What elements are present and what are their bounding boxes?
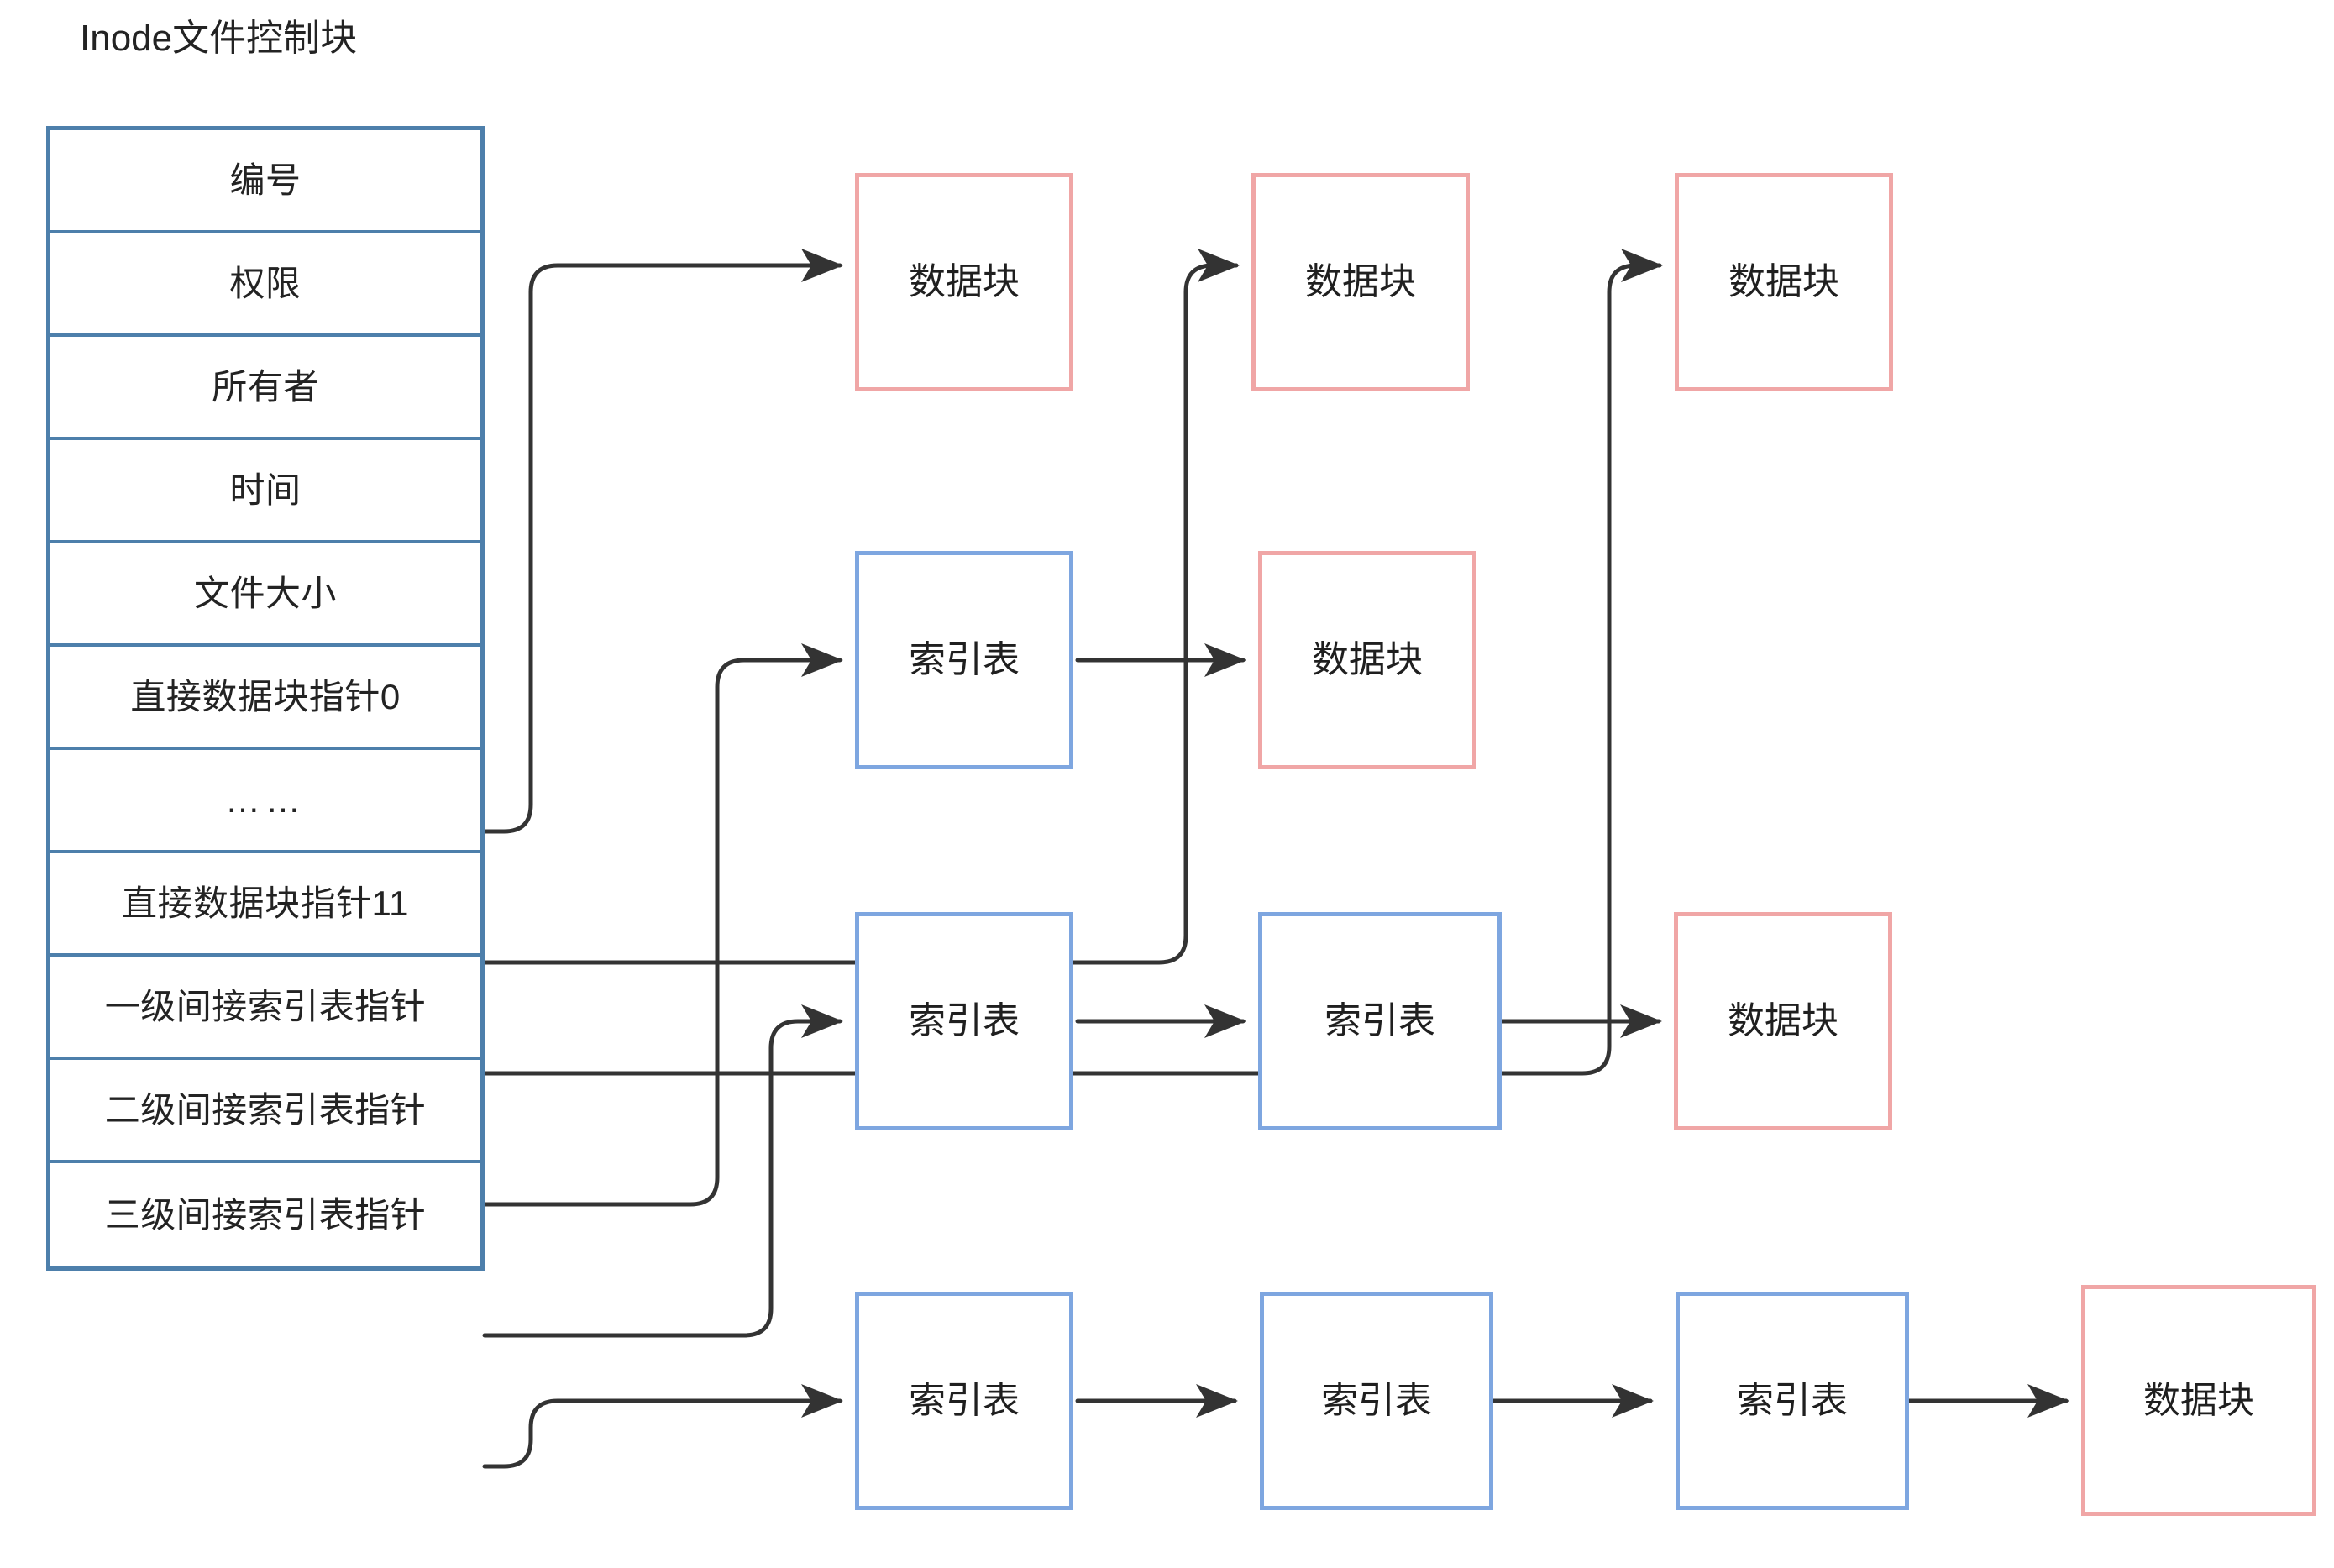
index-table-node: 索引表 [1258, 912, 1502, 1130]
index-table-node: 索引表 [1676, 1292, 1909, 1510]
node-label: 数据块 [1312, 639, 1423, 680]
node-label: 数据块 [1728, 1000, 1838, 1041]
inode-row-triple-indirect-pointer: 三级间接索引表指针 [50, 1163, 480, 1266]
index-table-node: 索引表 [1260, 1292, 1493, 1510]
node-label: 数据块 [909, 261, 1020, 302]
inode-row-label: 三级间接索引表指针 [104, 1194, 427, 1235]
node-label: 索引表 [909, 1380, 1020, 1421]
index-table-node: 索引表 [855, 551, 1073, 769]
node-label: 数据块 [1305, 261, 1416, 302]
inode-row-double-indirect-pointer: 二级间接索引表指针 [50, 1060, 480, 1163]
inode-row-permission: 权限 [50, 233, 480, 337]
inode-row-direct-pointer-0: 直接数据块指针0 [50, 647, 480, 750]
inode-row-label: 权限 [229, 263, 302, 303]
inode-row-label: 直接数据块指针11 [121, 883, 410, 923]
data-block-node: 数据块 [855, 173, 1073, 391]
inode-row-label: 所有者 [212, 366, 319, 406]
index-table-node: 索引表 [855, 912, 1073, 1130]
inode-row-label: …… [225, 779, 306, 820]
node-label: 索引表 [1321, 1380, 1432, 1421]
connector-indirect1-to-index [482, 643, 844, 1207]
inode-row-label: 一级间接索引表指针 [104, 986, 427, 1026]
connector-direct0-to-data1 [482, 249, 844, 834]
node-label: 数据块 [1728, 261, 1839, 302]
node-label: 索引表 [909, 639, 1020, 680]
connector-indirect2-to-index [482, 1004, 844, 1338]
inode-row-label: 编号 [229, 160, 302, 200]
inode-row-ellipsis: …… [50, 750, 480, 853]
index-table-node: 索引表 [855, 1292, 1073, 1510]
inode-row-number: 编号 [50, 130, 480, 233]
inode-row-label: 时间 [229, 469, 302, 510]
data-block-node: 数据块 [1258, 551, 1476, 769]
inode-row-direct-pointer-11: 直接数据块指针11 [50, 853, 480, 957]
connector-indirect3-to-index [482, 1384, 844, 1469]
data-block-node: 数据块 [1675, 173, 1893, 391]
inode-row-file-size: 文件大小 [50, 543, 480, 647]
node-label: 索引表 [1324, 1000, 1435, 1041]
data-block-node: 数据块 [1251, 173, 1470, 391]
inode-row-single-indirect-pointer: 一级间接索引表指针 [50, 957, 480, 1060]
inode-control-block-table: 编号 权限 所有者 时间 文件大小 直接数据块指针0 …… 直接数据块指针11 … [46, 126, 485, 1271]
inode-row-label: 直接数据块指针0 [130, 676, 401, 716]
inode-row-owner: 所有者 [50, 337, 480, 440]
node-label: 索引表 [909, 1000, 1020, 1041]
inode-row-time: 时间 [50, 440, 480, 543]
node-label: 数据块 [2143, 1379, 2254, 1421]
node-label: 索引表 [1737, 1380, 1848, 1421]
inode-row-label: 文件大小 [193, 573, 337, 613]
data-block-node: 数据块 [1674, 912, 1892, 1130]
data-block-node: 数据块 [2081, 1285, 2316, 1516]
inode-row-label: 二级间接索引表指针 [104, 1089, 427, 1130]
page-title: Inode文件控制块 [80, 18, 358, 59]
